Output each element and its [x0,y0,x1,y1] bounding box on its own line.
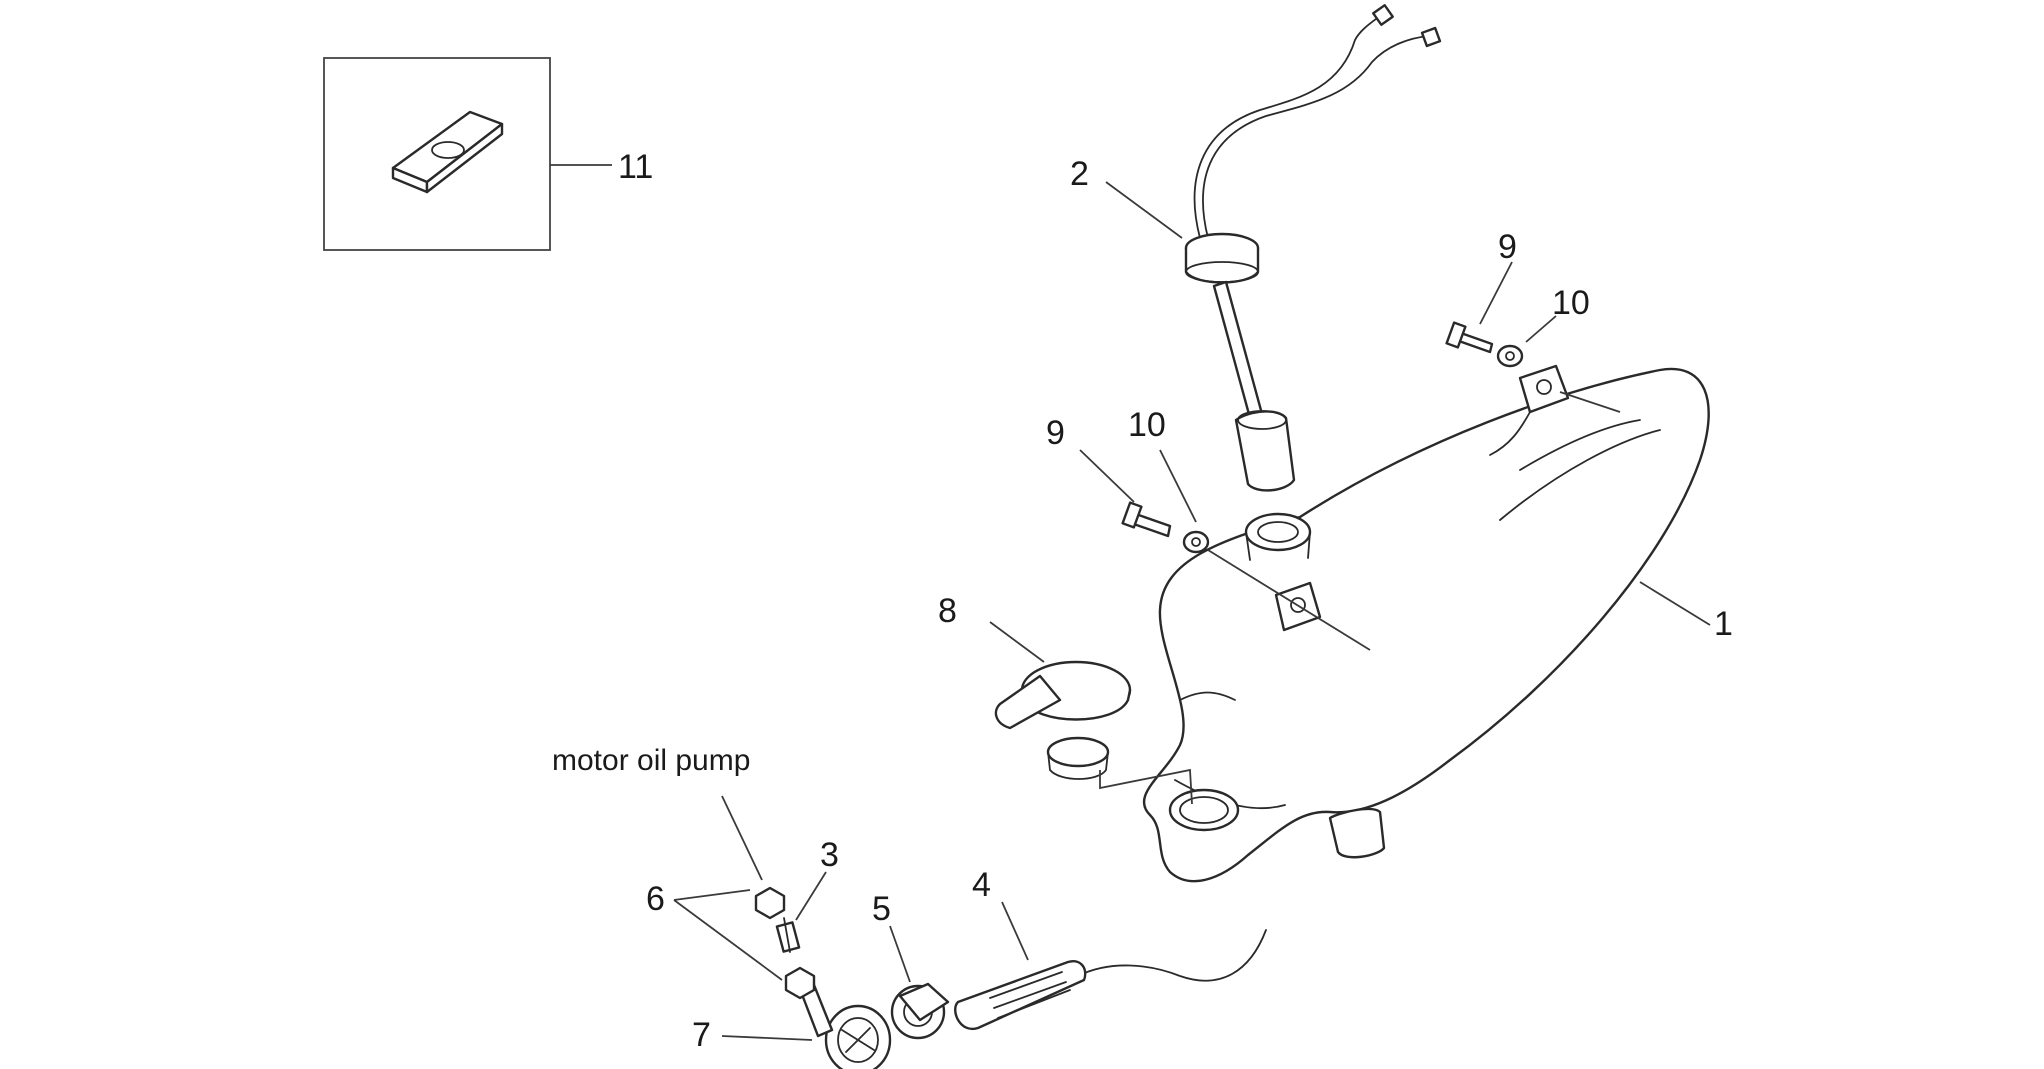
label-part-9-left: 9 [1046,414,1065,452]
label-part-1: 1 [1714,605,1733,643]
label-part-2: 2 [1070,155,1089,193]
label-part-9-right: 9 [1498,228,1517,266]
label-part-11: 11 [618,148,653,186]
filter-assembly [673,795,1267,1069]
bolt-washer-left [1079,449,1371,651]
inset-box-part-11 [323,57,612,251]
label-part-7: 7 [692,1016,711,1054]
label-part-10-left: 10 [1128,406,1166,444]
oil-tank [1142,364,1711,883]
label-part-4: 4 [972,866,991,904]
label-part-6: 6 [646,880,665,918]
level-sensor [1105,4,1442,492]
motor-oil-pump-note: motor oil pump [552,744,750,777]
label-part-10-right: 10 [1552,284,1590,322]
label-part-3: 3 [820,836,839,874]
tank-cap [989,621,1193,805]
label-part-8: 8 [938,592,957,630]
bolt-washer-right [1445,261,1557,368]
label-part-5: 5 [872,890,891,928]
